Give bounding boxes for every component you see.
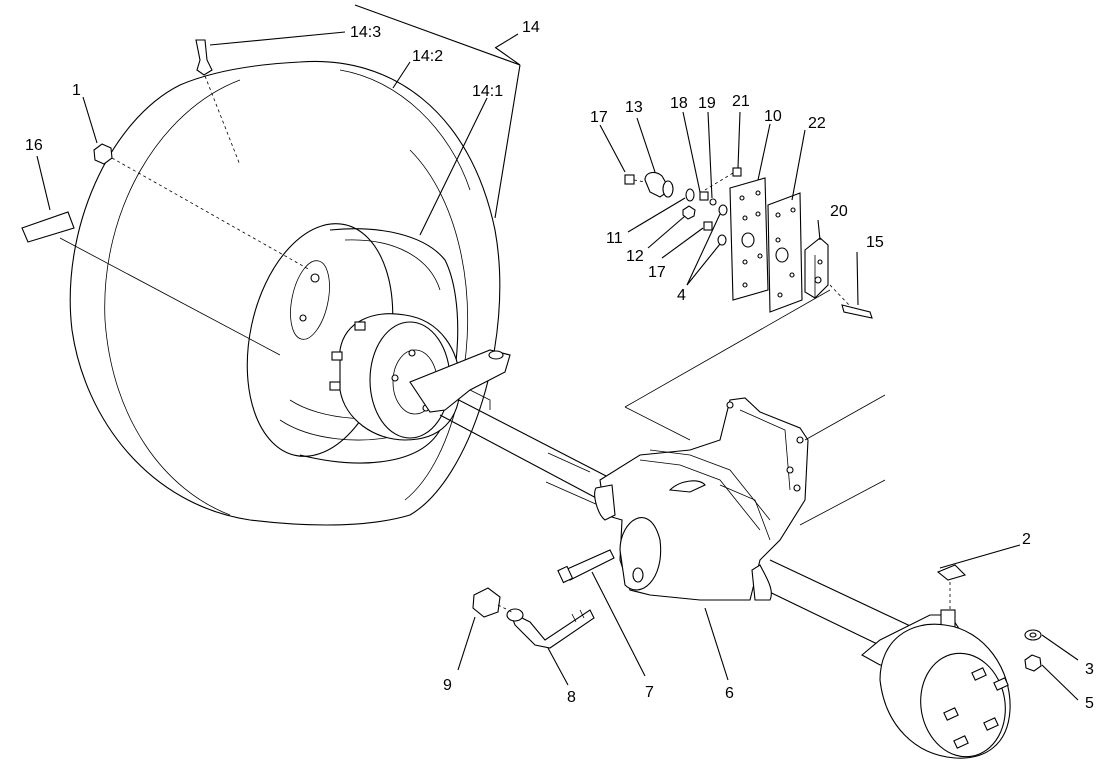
callout-19: 19 <box>698 95 716 112</box>
small-hardware-11-19-21 <box>624 167 742 246</box>
callout-9: 9 <box>443 677 452 694</box>
washer-3 <box>1024 629 1042 641</box>
callout-14-1: 14:1 <box>472 83 503 100</box>
callout-16: 16 <box>25 137 43 154</box>
callout-14: 14 <box>522 19 540 36</box>
wheel-hub-right <box>861 609 1011 759</box>
shift-lever-8 <box>506 608 595 649</box>
bolt-7 <box>557 549 615 584</box>
callout-8: 8 <box>567 689 576 706</box>
callout-3: 3 <box>1085 661 1094 678</box>
callout-10: 10 <box>764 108 782 125</box>
callout-labels: 1 16 14:3 14:2 14 14:1 17 13 18 19 21 10… <box>25 19 1094 712</box>
leader-lines <box>36 4 1079 701</box>
callout-11: 11 <box>606 230 623 247</box>
reference-lines <box>624 289 886 526</box>
callout-15: 15 <box>866 234 884 251</box>
callout-14-3: 14:3 <box>350 24 381 41</box>
mount-plate-10 <box>729 177 769 301</box>
callout-20: 20 <box>830 203 848 220</box>
callout-2: 2 <box>1022 531 1031 548</box>
nut-5 <box>1024 654 1042 672</box>
callout-6: 6 <box>725 685 734 702</box>
callout-13: 13 <box>625 99 643 116</box>
tire-14-2 <box>69 60 501 526</box>
axle-bracket-left <box>409 349 511 413</box>
bolt-15 <box>829 284 873 319</box>
callout-5: 5 <box>1085 695 1094 712</box>
decal-16 <box>21 211 75 243</box>
transaxle-housing-6 <box>594 397 809 601</box>
callout-1: 1 <box>72 82 81 99</box>
callout-14-2: 14:2 <box>412 48 443 65</box>
mount-plate-22 <box>767 192 803 313</box>
lug-nut-1 <box>93 143 311 271</box>
cotter-pin-2 <box>936 564 967 610</box>
callout-12: 12 <box>626 248 644 265</box>
knob-9 <box>472 587 513 618</box>
bracket-block-20 <box>804 237 829 299</box>
callout-21: 21 <box>732 93 750 110</box>
callout-22: 22 <box>808 115 826 132</box>
callout-7: 7 <box>645 684 654 701</box>
valve-stem-14-3 <box>195 39 241 166</box>
callout-4: 4 <box>677 287 686 304</box>
callout-17a: 17 <box>590 109 608 126</box>
callout-18: 18 <box>670 95 688 112</box>
callout-17b: 17 <box>648 264 666 281</box>
